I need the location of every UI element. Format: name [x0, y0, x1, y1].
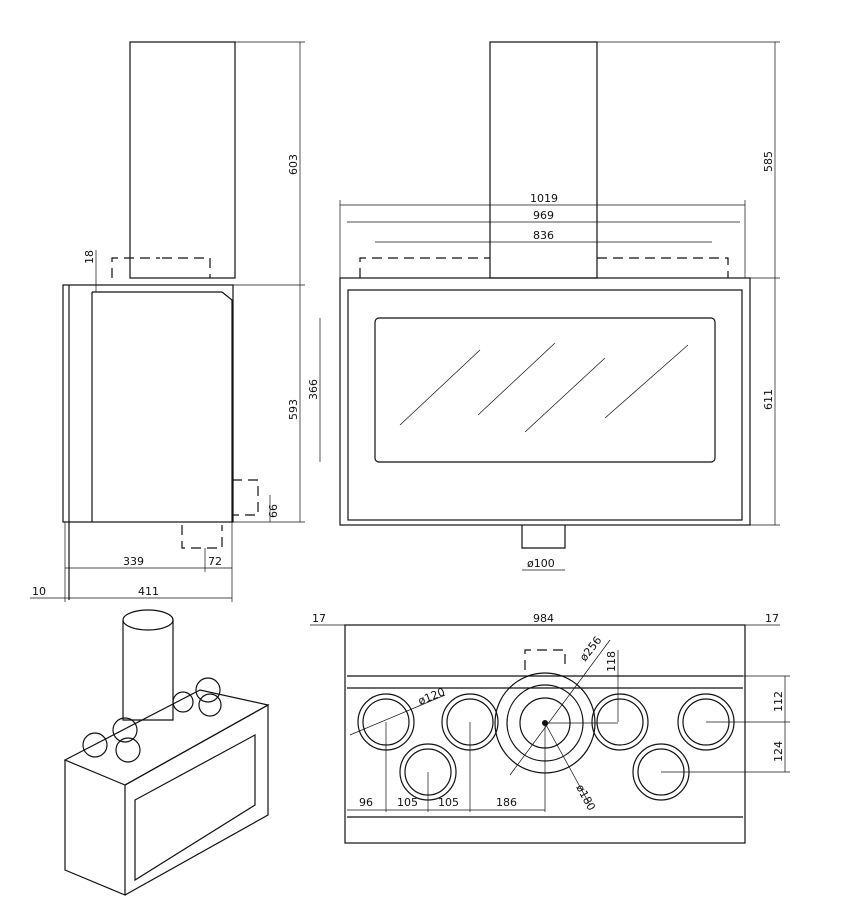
top-view: 17 984 17 ø256 118 112 124 ø120 ø180 96 …	[310, 612, 790, 844]
dim-frame-offset: 10	[32, 585, 46, 598]
dim-chimney-height: 603	[287, 154, 300, 175]
dim-spacing-4: 186	[496, 796, 517, 809]
dim-bottom-offset: 66	[267, 504, 280, 518]
dim-chimney-height-front: 585	[762, 151, 775, 172]
dim-collar-diameter: ø180	[573, 782, 597, 813]
dim-spacing-3: 105	[438, 796, 459, 809]
front-view: 1019 969 836 585 611 366 ø100	[307, 41, 780, 571]
dim-row-offset-b: 124	[772, 741, 785, 762]
isometric-view	[63, 609, 270, 896]
dim-depth-b: 72	[208, 555, 222, 568]
side-view: 603 18 593 66 339 72 411 10	[30, 41, 305, 602]
dim-depth-a: 339	[123, 555, 144, 568]
duct-circles	[357, 672, 735, 801]
dim-row-offset-a: 112	[772, 691, 785, 712]
dim-flue-offset: 118	[605, 651, 618, 672]
dim-glass-height: 366	[307, 379, 320, 400]
dim-body-height-front: 611	[762, 389, 775, 410]
dim-width-outer: 1019	[530, 192, 558, 205]
dim-top-offset: 18	[83, 250, 96, 264]
dim-flue-diameter: ø256	[577, 634, 604, 664]
dim-width-inner: 836	[533, 229, 554, 242]
dim-body-height: 593	[287, 399, 300, 420]
dim-spacing-2: 105	[397, 796, 418, 809]
dim-width-mid: 969	[533, 209, 554, 222]
dim-side-left: 17	[312, 612, 326, 625]
dim-outlet-diameter: ø100	[527, 557, 555, 570]
dim-side-right: 17	[765, 612, 779, 625]
dim-depth-total: 411	[138, 585, 159, 598]
dim-spacing-1: 96	[359, 796, 373, 809]
dim-duct-diameter: ø120	[416, 685, 447, 707]
dim-width-top: 984	[533, 612, 554, 625]
